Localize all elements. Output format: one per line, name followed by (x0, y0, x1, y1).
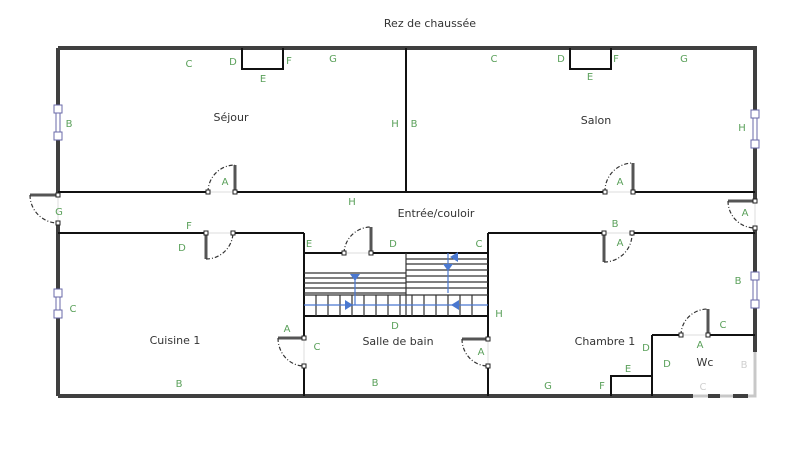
window-salon-right (750, 109, 760, 149)
stair-arrow-right (345, 300, 353, 310)
label-sejour-f: F (286, 56, 292, 67)
stair-arrow-down-left (350, 274, 360, 281)
door-stairs (341, 226, 374, 256)
label-salon-door-a: A (617, 177, 624, 188)
label-cuisine-a: A (284, 324, 291, 335)
staircase (304, 252, 488, 316)
label-salon-f: F (613, 54, 619, 65)
label-salon-c: C (491, 54, 498, 65)
label-cuisine-right-c: C (314, 342, 321, 353)
label-entree-g: G (55, 207, 63, 218)
label-chambre-f: F (599, 381, 605, 392)
label-salon-h: H (738, 123, 746, 134)
label-wc-c-bottom: C (700, 382, 707, 393)
room-entree-couloir: Entrée/couloir (398, 207, 475, 220)
label-sdb-h: H (495, 309, 503, 320)
label-salon-e: E (587, 72, 593, 83)
door-cuisine (203, 230, 236, 260)
label-sejour-g: G (329, 54, 337, 65)
label-sejour-d: D (229, 57, 237, 68)
door-salle-de-bain-right (461, 336, 491, 369)
window-sejour-left (53, 104, 63, 141)
label-sejour-door-a: A (222, 177, 229, 188)
room-sejour: Séjour (213, 111, 249, 124)
label-cuisine-e: E (306, 239, 312, 250)
label-entree-a: A (742, 208, 749, 219)
room-cuisine: Cuisine 1 (150, 334, 201, 347)
door-entrance-left (29, 192, 61, 226)
room-chambre: Chambre 1 (575, 335, 636, 348)
door-chambre (601, 230, 635, 263)
door-wc (678, 308, 711, 338)
label-wc-a: A (697, 340, 704, 351)
label-cuisine-b: B (176, 379, 183, 390)
label-sejour-c: C (186, 59, 193, 70)
door-salon (602, 162, 636, 195)
window-cuisine-left (53, 288, 63, 319)
label-chambre-b-top: B (612, 219, 619, 230)
label-chambre-d: D (642, 343, 650, 354)
interior-walls (58, 48, 755, 396)
label-stair-d: D (389, 239, 397, 250)
door-sejour (205, 164, 238, 195)
label-cuisine-f: F (186, 221, 192, 232)
label-sejour-h: H (391, 119, 399, 130)
room-wc: Wc (697, 356, 714, 369)
label-salon-g: G (680, 54, 688, 65)
plan-title: Rez de chaussée (384, 17, 476, 30)
label-sdb-d: D (391, 321, 399, 332)
label-sejour-e: E (260, 74, 266, 85)
room-salon: Salon (581, 114, 612, 127)
salon-alcove (569, 48, 612, 70)
stair-arrow-left-top (450, 252, 458, 262)
sejour-alcove (241, 48, 284, 70)
label-chambre-e: E (625, 364, 631, 375)
label-stair-c: C (476, 239, 483, 250)
door-corridor-right (727, 198, 758, 231)
label-wc-d: D (663, 359, 671, 370)
label-chambre-g: G (544, 381, 552, 392)
label-entree-h: H (348, 197, 356, 208)
label-chambre-b-right: B (735, 276, 742, 287)
wc-faded-corner (693, 352, 757, 398)
label-salon-b: B (411, 119, 418, 130)
door-salle-de-bain-left (277, 335, 307, 369)
stair-arrow-down-right (443, 264, 453, 271)
label-sdb-a: A (478, 347, 485, 358)
label-wc-c-top: C (720, 320, 727, 331)
label-cuisine-d: D (178, 243, 186, 254)
label-salon-d: D (557, 54, 565, 65)
label-sejour-b: B (66, 119, 73, 130)
label-sdb-b: B (372, 378, 379, 389)
label-wc-b: B (741, 360, 748, 371)
label-chambre-door-a: A (617, 238, 624, 249)
stair-arrow-left-bottom (451, 300, 459, 310)
window-chambre-right (750, 271, 760, 309)
label-cuisine-c: C (70, 304, 77, 315)
room-salle-de-bain: Salle de bain (362, 335, 433, 348)
